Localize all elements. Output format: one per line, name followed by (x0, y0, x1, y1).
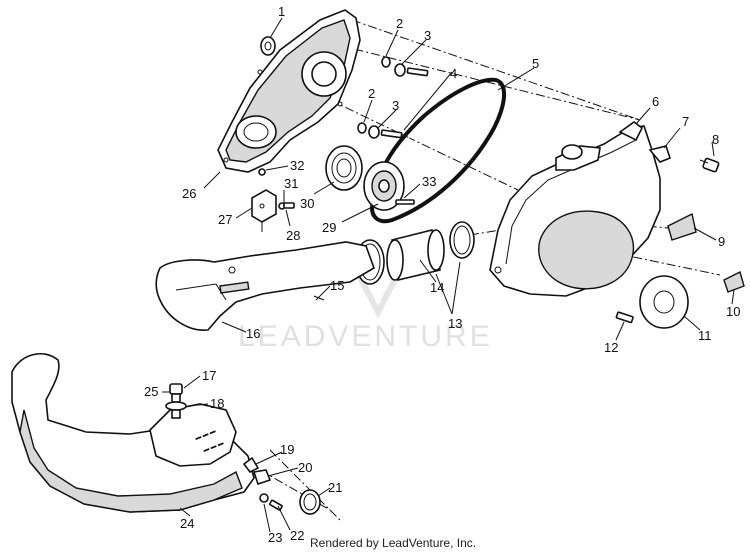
callout-30: 30 (300, 196, 314, 211)
callout-31: 31 (284, 176, 298, 191)
callout-4: 4 (450, 66, 457, 81)
leader-lines (162, 17, 735, 533)
cover-clip (648, 145, 671, 163)
callout-8: 8 (712, 132, 719, 147)
small-hardware (260, 36, 429, 205)
round-gasket (639, 275, 689, 329)
intake-duct-connector (355, 221, 475, 285)
intake-duct (155, 241, 375, 331)
callout-24: 24 (180, 516, 194, 531)
cover-screw-lower (615, 311, 634, 324)
callout-13: 13 (448, 316, 462, 331)
seal (325, 145, 363, 191)
callout-11: 11 (698, 328, 712, 343)
callout-14: 14 (430, 280, 444, 295)
callout-3a: 3 (424, 28, 431, 43)
callout-33: 33 (422, 174, 436, 189)
inner-clutch-cover (217, 9, 361, 173)
callout-23: 23 (268, 530, 282, 545)
watermark-text: LEADVENTURE (238, 320, 493, 353)
footer-credit: Rendered by LeadVenture, Inc. (310, 536, 477, 550)
callout-2a: 2 (396, 16, 403, 31)
callout-9: 9 (718, 234, 725, 249)
callout-27: 27 (218, 212, 232, 227)
callout-21: 21 (328, 480, 342, 495)
callouts: 1 2 3 4 2 3 5 6 7 8 9 10 11 12 13 14 15 … (144, 4, 740, 545)
clutch-bearing (363, 161, 405, 211)
warning-decal (667, 212, 697, 241)
callout-32: 32 (290, 158, 304, 173)
callout-26: 26 (182, 186, 196, 201)
callout-6: 6 (652, 94, 659, 109)
callout-18: 18 (210, 396, 224, 411)
duct-hardware (242, 456, 321, 515)
small-decal (723, 270, 745, 293)
callout-22: 22 (290, 528, 304, 543)
callout-3b: 3 (392, 98, 399, 113)
callout-10: 10 (726, 304, 740, 319)
outer-clutch-cover (489, 121, 661, 297)
callout-2b: 2 (368, 86, 375, 101)
cover-screw (699, 157, 720, 173)
callout-17: 17 (202, 368, 216, 383)
exhaust-duct: ▬ ▬ ▬ ▬ ▬ ▬ (11, 352, 255, 513)
callout-7: 7 (682, 114, 689, 129)
callout-1: 1 (278, 4, 285, 19)
callout-15: 15 (330, 278, 344, 293)
callout-28: 28 (286, 228, 300, 243)
callout-25: 25 (144, 384, 158, 399)
callout-16: 16 (246, 326, 260, 341)
callout-19: 19 (280, 442, 294, 457)
callout-20: 20 (298, 460, 312, 475)
callout-12: 12 (604, 340, 618, 355)
drain-plug (165, 383, 187, 419)
callout-29: 29 (322, 220, 336, 235)
callout-5: 5 (532, 56, 539, 71)
